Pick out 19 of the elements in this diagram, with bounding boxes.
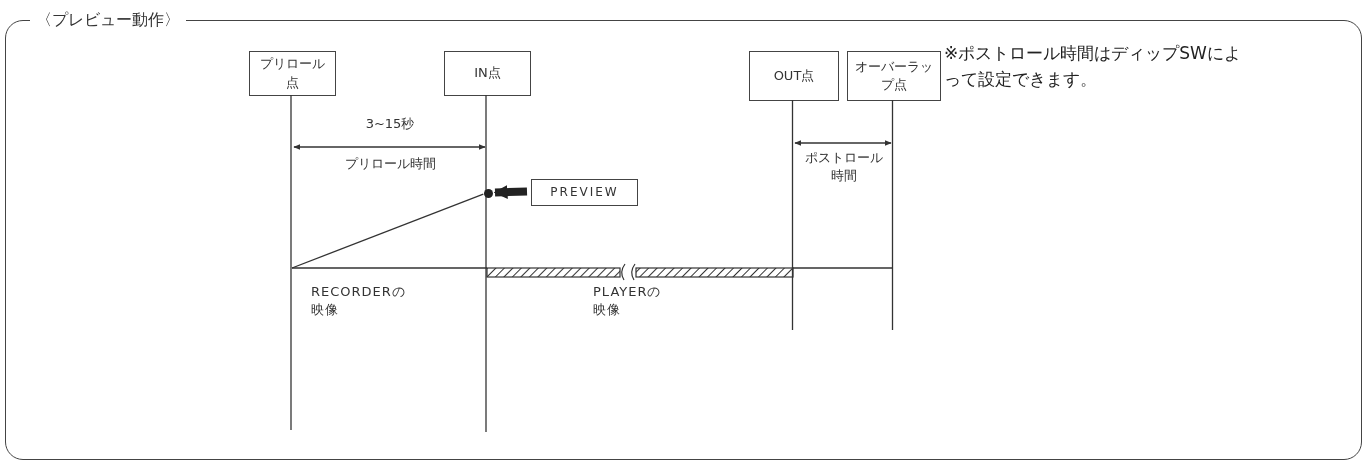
duration-label: 3~15秒 [364, 115, 416, 133]
point-box: オーバーラップ点 [847, 51, 941, 101]
ramp-line [290, 192, 484, 269]
point-box: OUT点 [749, 51, 839, 101]
dimension-label: ポストロール時間 [804, 149, 884, 186]
signal-label: RECORDERの映像 [311, 283, 406, 320]
signal-label: PLAYERの映像 [593, 283, 663, 320]
point-box: プリロール点 [249, 51, 336, 96]
timeline-line [791, 98, 793, 331]
dimension-label: プリロール時間 [343, 155, 437, 173]
note-text: ※ポストロール時間はディップSWによって設定できます。 [944, 42, 1242, 91]
timeline-line [289, 93, 292, 431]
point-dot [484, 189, 493, 198]
panel-title: 〈プレビュー動作〉 [30, 9, 186, 31]
button-label-box: PREVIEW [531, 179, 638, 206]
timeline-line [891, 98, 893, 331]
timeline-line [484, 93, 487, 433]
point-box: IN点 [444, 51, 531, 96]
arrow [493, 184, 527, 199]
